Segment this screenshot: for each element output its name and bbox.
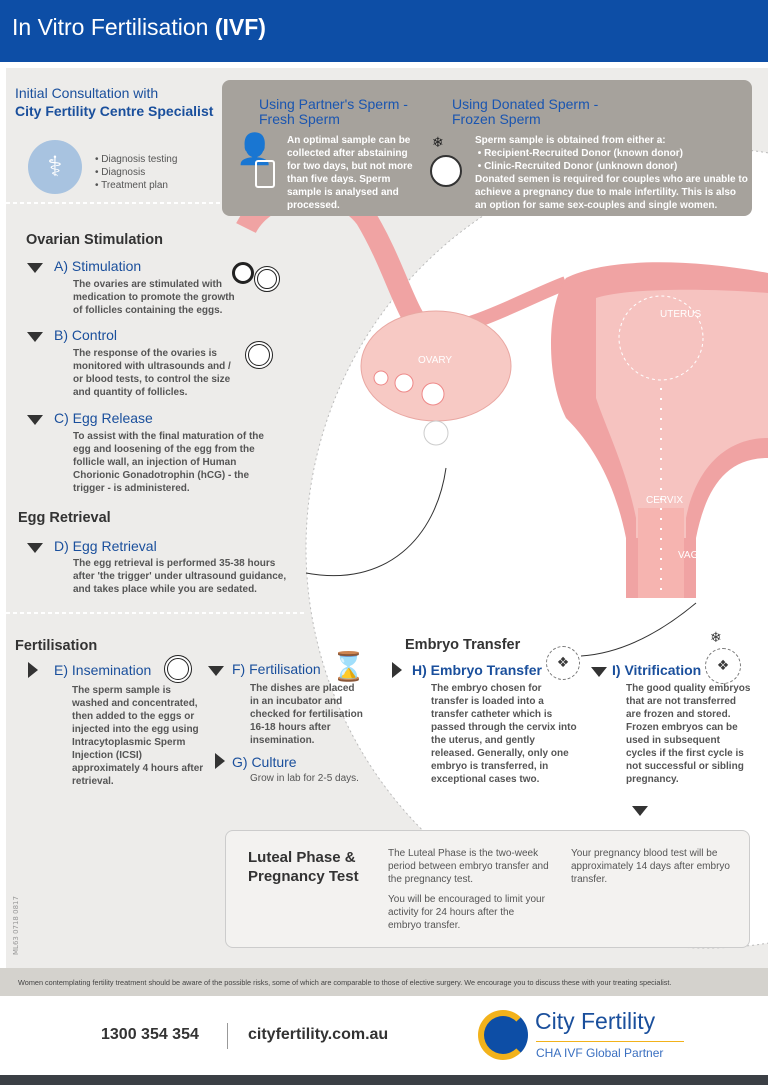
brand-tagline: CHA IVF Global Partner [536, 1046, 664, 1060]
step-a-text: The ovaries are stimulated with medicati… [73, 279, 235, 316]
step-c-title: C) Egg Release [54, 410, 153, 426]
luteal-title-line1: Luteal Phase & [248, 849, 356, 866]
consultation-item: • Diagnosis testing [95, 154, 178, 165]
donated-description: Donated semen is required for couples wh… [475, 174, 748, 211]
step-g-title: G) Culture [232, 754, 297, 770]
label-uterus: UTERUS [660, 309, 702, 320]
step-d-text: The egg retrieval is performed 35-38 hou… [73, 558, 287, 595]
consultation-item: • Diagnosis [95, 167, 146, 178]
insemination-icon [164, 655, 192, 683]
donor-option: • Clinic-Recruited Donor (unknown donor) [475, 161, 678, 172]
retrieval-arrow [305, 467, 447, 577]
step-f-title: F) Fertilisation [232, 661, 321, 677]
snowflake-icon: ❄ [710, 630, 722, 646]
consultation-title-line1: Initial Consultation with [15, 85, 159, 101]
phone-number[interactable]: 1300 354 354 [101, 1026, 199, 1043]
consultation-item: • Treatment plan [95, 180, 168, 191]
cervix [638, 508, 684, 598]
follicle-icon [254, 266, 280, 292]
triangle-right-icon [215, 753, 225, 769]
document-code: ML63 0718 0817 [12, 896, 20, 955]
step-g-text: Grow in lab for 2-5 days. [250, 773, 359, 784]
donated-intro: Sperm sample is obtained from either a: [475, 135, 666, 146]
partner-sperm-text: An optimal sample can be collected after… [287, 135, 413, 211]
step-e-title: E) Insemination [54, 662, 152, 678]
bottom-bar [0, 1075, 768, 1085]
label-cervix: CERVIX [646, 495, 684, 506]
step-d-title: D) Egg Retrieval [54, 538, 157, 554]
sperm-dish-icon [430, 155, 462, 187]
triangle-down-icon [632, 806, 648, 816]
consultation-list: • Diagnosis testing • Diagnosis • Treatm… [95, 153, 177, 192]
fertilisation-heading: Fertilisation [15, 638, 98, 654]
sample-jar-icon [255, 160, 275, 188]
luteal-text-3: Your pregnancy blood test will be approx… [571, 848, 730, 885]
city-fertility-logo-icon [478, 1010, 528, 1060]
triangle-right-icon [28, 662, 38, 678]
triangle-down-icon [591, 667, 607, 677]
luteal-phase-box: Luteal Phase & Pregnancy Test The Luteal … [225, 830, 750, 948]
brand-underline [536, 1041, 684, 1042]
uterus-inner [596, 289, 768, 538]
page-title: In Vitro Fertilisation [12, 14, 209, 40]
triangle-down-icon [27, 543, 43, 553]
luteal-text-1: The Luteal Phase is the two-week period … [388, 848, 549, 885]
embryo-transfer-heading: Embryo Transfer [405, 637, 521, 653]
step-b-title: B) Control [54, 327, 118, 343]
ovarian-stimulation-heading: Ovarian Stimulation [26, 232, 163, 248]
label-ovary: OVARY [418, 355, 453, 366]
triangle-right-icon [392, 662, 402, 678]
stethoscope-icon: ⚕ [28, 140, 82, 194]
step-b-text: The response of the ovaries is monitored… [73, 348, 231, 398]
luteal-text-2: You will be encouraged to limit your act… [388, 894, 545, 931]
triangle-down-icon [27, 415, 43, 425]
divider [227, 1023, 228, 1049]
step-a-title: A) Stimulation [54, 258, 142, 274]
donated-sperm-title: Using Donated Sperm - Frozen Sperm [452, 96, 599, 127]
triangle-down-icon [27, 332, 43, 342]
embryo-icon: ❖ [546, 646, 580, 680]
donated-sperm-text: Sperm sample is obtained from either a: … [475, 134, 750, 212]
step-i-title: I) Vitrification [612, 662, 702, 678]
brand-name: City Fertility [535, 1008, 656, 1034]
page-header: In Vitro Fertilisation (IVF) [0, 0, 768, 62]
snowflake-icon: ❄ [432, 135, 444, 151]
frozen-embryo-icon: ❖ [705, 648, 741, 684]
luteal-title: Luteal Phase & Pregnancy Test [248, 848, 359, 886]
partner-sperm-title: Using Partner's Sperm - Fresh Sperm [259, 96, 408, 127]
step-i-text: The good quality embryos that are not tr… [626, 683, 751, 785]
disclaimer: Women contemplating fertility treatment … [0, 968, 768, 996]
website-link[interactable]: cityfertility.com.au [248, 1026, 389, 1043]
step-c-text: To assist with the final maturation of t… [73, 431, 264, 494]
egg-retrieval-heading: Egg Retrieval [18, 510, 111, 526]
step-e-text: The sperm sample is washed and concentra… [72, 685, 204, 787]
consultation-title-line2: City Fertility Centre Specialist [15, 103, 214, 119]
triangle-down-icon [27, 263, 43, 273]
transfer-arrow [580, 602, 697, 657]
triangle-down-icon [208, 666, 224, 676]
step-h-title: H) Embryo Transfer [412, 662, 542, 678]
sperm-options-box: Using Partner's Sperm - Fresh Sperm 👤 An… [222, 80, 752, 216]
donor-option: • Recipient-Recruited Donor (known donor… [475, 148, 683, 159]
step-f-text: The dishes are placed in an incubator an… [250, 683, 363, 746]
page-title-bold: (IVF) [214, 14, 266, 40]
label-vagina: VAGINA [678, 550, 716, 561]
follicle-icon [232, 262, 254, 284]
hourglass-icon: ⌛ [331, 650, 366, 683]
step-h-text: The embryo chosen for transfer is loaded… [431, 683, 577, 785]
luteal-title-line2: Pregnancy Test [248, 868, 359, 885]
ultrasound-target-icon [245, 341, 273, 369]
